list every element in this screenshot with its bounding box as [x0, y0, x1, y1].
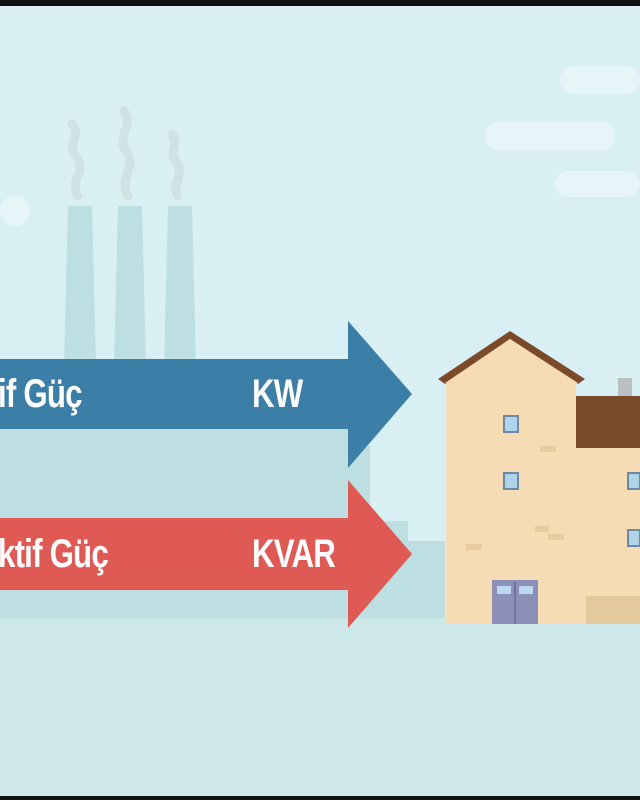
active-power-unit: KW [252, 372, 303, 416]
house-icon [438, 331, 640, 624]
ground [0, 618, 640, 796]
illustration-scene: if Güç KW ktif Güç KVAR [0, 6, 640, 796]
letterbox-top [0, 0, 640, 6]
door-icon [492, 580, 538, 624]
reactive-power-unit: KVAR [252, 532, 336, 576]
cloud-left [0, 196, 30, 226]
cloud-right [485, 66, 640, 197]
reactive-power-arrow [0, 480, 412, 628]
window-icon [503, 415, 640, 547]
letterbox-bottom [0, 796, 640, 800]
active-power-label: if Güç [0, 372, 83, 416]
reactive-power-label: ktif Güç [0, 532, 109, 576]
active-power-arrow [0, 321, 412, 468]
smoke-icon [67, 106, 184, 201]
scene-svg [0, 66, 640, 796]
